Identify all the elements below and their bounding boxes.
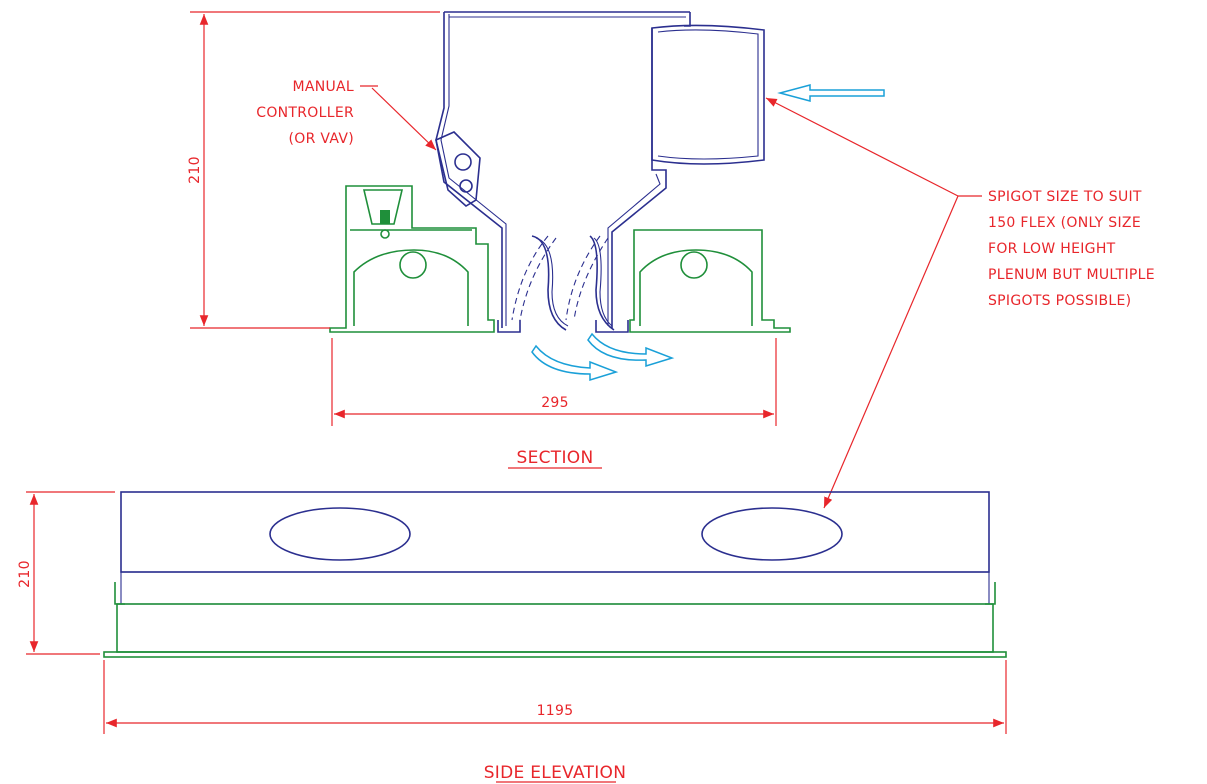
spigot-right [701, 507, 843, 561]
plenum-elevation [120, 491, 990, 573]
spigot-label-line-4: PLENUM BUT MULTIPLE [988, 267, 1155, 283]
elevation-length-dimension: 1195 [103, 660, 1007, 734]
spigot-callout: SPIGOT SIZE TO SUIT 150 FLEX (ONLY SIZE … [765, 97, 1155, 509]
section-title: SECTION [517, 448, 594, 468]
damper-blade-right [589, 235, 615, 331]
controller-label-line-2: CONTROLLER [256, 105, 354, 121]
side-elevation-view: 210 1195 SIDE ELEVATION [17, 491, 1007, 783]
controller-callout: MANUAL CONTROLLER (OR VAV) [256, 79, 437, 151]
elevation-title: SIDE ELEVATION [484, 763, 627, 783]
frame-right [629, 229, 791, 333]
elevation-height-dimension: 210 [17, 491, 115, 655]
section-view: 210 295 MANUAL CONTROLLER (OR VAV) SPIGO… [187, 11, 1155, 509]
frame-elevation [103, 582, 1007, 658]
outlet-arrow-right [587, 332, 675, 368]
damper-blade-left [531, 235, 567, 331]
frame-left [329, 185, 495, 333]
section-width-dimension: 295 [331, 338, 777, 426]
controller-label-line-1: MANUAL [292, 79, 354, 95]
spigot-label-line-5: SPIGOTS POSSIBLE) [988, 293, 1131, 309]
spigot-label-line-3: FOR LOW HEIGHT [988, 241, 1116, 257]
spigot-section [651, 24, 765, 165]
inlet-arrow [777, 84, 885, 102]
elevation-length-label: 1195 [537, 703, 574, 719]
controller-label-line-3: (OR VAV) [289, 131, 354, 147]
section-width-label: 295 [541, 395, 569, 411]
elevation-height-label: 210 [17, 560, 33, 588]
plenum-section [435, 11, 765, 333]
manual-controller [435, 131, 481, 207]
spigot-label-line-2: 150 FLEX (ONLY SIZE [988, 215, 1141, 231]
section-height-dimension: 210 [187, 11, 440, 329]
airflow-arrows [531, 84, 885, 382]
section-height-label: 210 [187, 156, 203, 184]
spigot-left [269, 507, 411, 561]
outlet-arrow-left [531, 344, 619, 382]
spigot-label-line-1: SPIGOT SIZE TO SUIT [988, 189, 1142, 205]
